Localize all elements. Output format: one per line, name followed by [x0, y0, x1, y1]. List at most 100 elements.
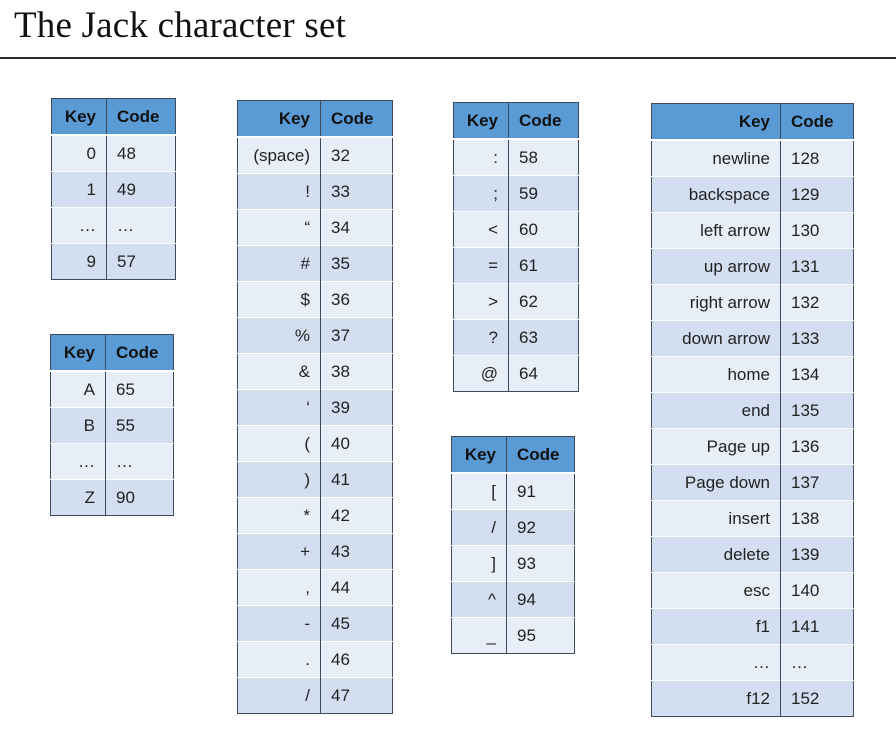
code-cell: 135 — [780, 392, 854, 429]
table-row: $36 — [237, 281, 393, 318]
code-header: Code — [105, 334, 174, 372]
code-cell: 47 — [320, 677, 393, 714]
key-cell: ? — [453, 319, 509, 356]
code-cell: 42 — [320, 497, 393, 534]
key-cell: / — [237, 677, 321, 714]
code-cell: 64 — [508, 355, 579, 392]
code-cell: 95 — [506, 617, 575, 654]
key-cell: delete — [651, 536, 781, 573]
table-row: (40 — [237, 425, 393, 462]
page-title: The Jack character set — [14, 5, 347, 46]
punctuation-table: Key Code (space)32!33“34#35$36%37&38‘39(… — [237, 100, 393, 714]
code-cell: 35 — [320, 245, 393, 282]
table-row: ,44 — [237, 569, 393, 606]
key-cell: newline — [651, 139, 781, 177]
key-cell: insert — [651, 500, 781, 537]
code-cell: 45 — [320, 605, 393, 642]
key-cell: home — [651, 356, 781, 393]
key-cell: 1 — [51, 171, 107, 208]
key-cell: . — [237, 641, 321, 678]
key-header: Key — [51, 98, 107, 136]
key-cell: backspace — [651, 176, 781, 213]
code-cell: … — [780, 644, 854, 681]
key-cell: up arrow — [651, 248, 781, 285]
code-cell: 39 — [320, 389, 393, 426]
table-row: *42 — [237, 497, 393, 534]
code-cell: 58 — [508, 138, 579, 176]
code-cell: 94 — [506, 581, 575, 618]
code-cell: 59 — [508, 175, 579, 212]
table-row: &38 — [237, 353, 393, 390]
key-cell: : — [453, 138, 509, 176]
code-header: Code — [506, 436, 575, 474]
key-cell: @ — [453, 355, 509, 392]
code-cell: 61 — [508, 247, 579, 284]
code-cell: 55 — [105, 407, 174, 444]
key-cell: right arrow — [651, 284, 781, 321]
code-cell: 32 — [320, 136, 393, 174]
key-header: Key — [50, 334, 106, 372]
code-cell: 132 — [780, 284, 854, 321]
code-cell: 37 — [320, 317, 393, 354]
code-cell: 41 — [320, 461, 393, 498]
key-cell: 0 — [51, 134, 107, 172]
key-cell: ( — [237, 425, 321, 462]
table-row: .46 — [237, 641, 393, 678]
key-cell: ‘ — [237, 389, 321, 426]
table-row: =61 — [453, 247, 579, 284]
code-cell: 152 — [780, 680, 854, 717]
code-cell: … — [105, 443, 174, 480]
code-cell: 65 — [105, 370, 174, 408]
code-cell: 63 — [508, 319, 579, 356]
table-row: [91 — [451, 472, 575, 510]
key-cell: + — [237, 533, 321, 570]
key-cell: ] — [451, 545, 507, 582]
key-cell: > — [453, 283, 509, 320]
code-header: Code — [320, 100, 393, 138]
code-cell: 134 — [780, 356, 854, 393]
code-cell: 48 — [106, 134, 176, 172]
key-cell: f12 — [651, 680, 781, 717]
key-cell: ) — [237, 461, 321, 498]
table-row: …… — [50, 443, 174, 480]
table-row: ^94 — [451, 581, 575, 618]
key-cell: & — [237, 353, 321, 390]
key-cell: end — [651, 392, 781, 429]
code-cell: 129 — [780, 176, 854, 213]
key-cell: ; — [453, 175, 509, 212]
key-cell: % — [237, 317, 321, 354]
key-cell: “ — [237, 209, 321, 246]
key-header: Key — [651, 103, 781, 141]
table-row: +43 — [237, 533, 393, 570]
table-row: /92 — [451, 509, 575, 546]
code-cell: 34 — [320, 209, 393, 246]
table-row: #35 — [237, 245, 393, 282]
table-row: !33 — [237, 173, 393, 210]
table-row: ‘39 — [237, 389, 393, 426]
key-cell: (space) — [237, 136, 321, 174]
key-cell: 9 — [51, 243, 107, 280]
code-cell: … — [106, 207, 176, 244]
code-cell: 92 — [506, 509, 575, 546]
key-cell: f1 — [651, 608, 781, 645]
code-cell: 43 — [320, 533, 393, 570]
code-cell: 137 — [780, 464, 854, 501]
key-cell: / — [451, 509, 507, 546]
symbols-table: Key Code :58;59<60=61>62?63@64 — [453, 102, 579, 392]
table-row: @64 — [453, 355, 579, 392]
